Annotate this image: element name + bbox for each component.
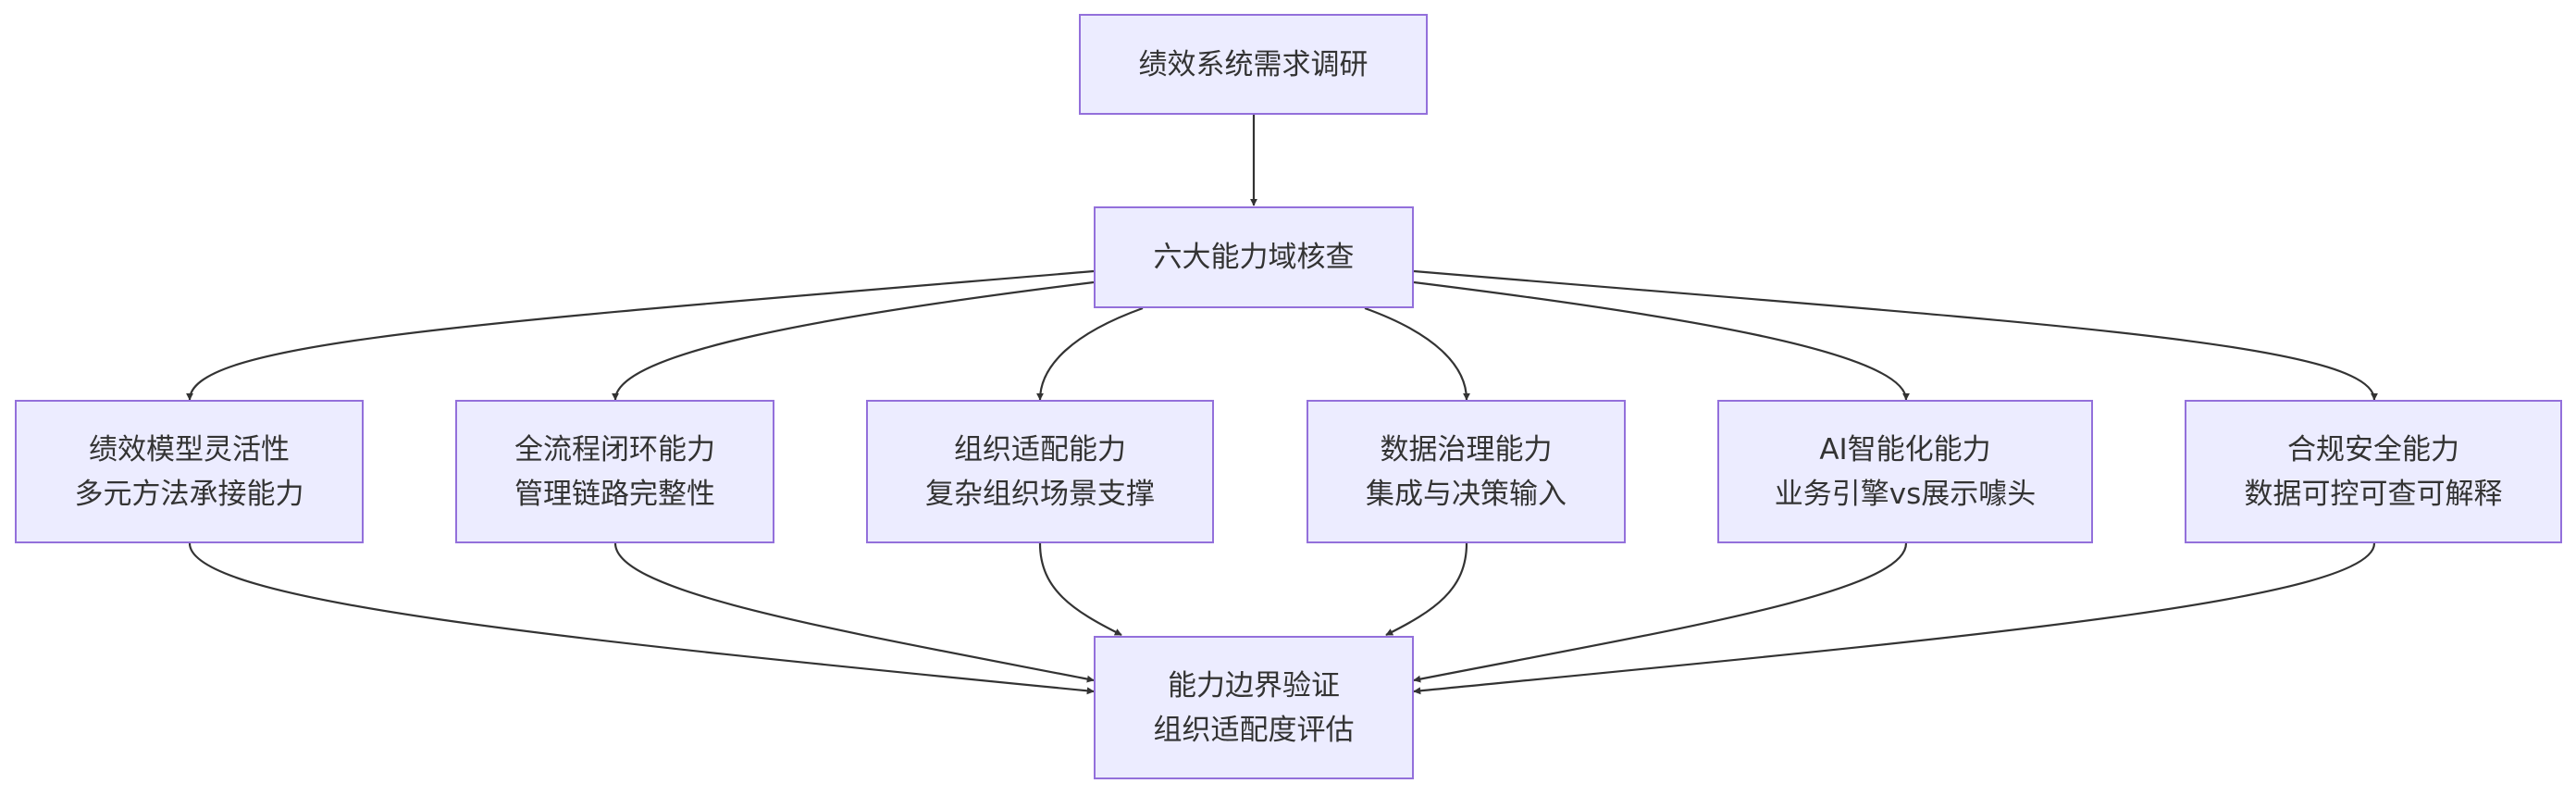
node-data-governance-line2: 集成与决策输入 — [1366, 477, 1567, 511]
node-data-governance-line1: 数据治理能力 — [1380, 432, 1553, 466]
node-org-adaptation-line1: 组织适配能力 — [954, 432, 1126, 466]
edge-core-to-ai — [1413, 280, 1910, 401]
edge-org-to-verify — [1038, 542, 1122, 636]
edge-model-to-verify — [188, 542, 1095, 695]
node-org-adaptation-line2: 复杂组织场景支撑 — [925, 477, 1155, 511]
edge-core-to-data — [1364, 306, 1470, 401]
edge-core-to-loop — [612, 280, 1095, 401]
node-ai-capability-line1: AI智能化能力 — [1819, 432, 1991, 466]
node-boundary-verification-line1: 能力边界验证 — [1168, 668, 1340, 703]
edge-loop-to-verify — [613, 542, 1095, 683]
edge-core-to-compliance — [1413, 269, 2378, 401]
node-performance-model-line2: 多元方法承接能力 — [74, 477, 304, 511]
node-performance-model-line1: 绩效模型灵活性 — [89, 432, 290, 466]
node-closed-loop-line1: 全流程闭环能力 — [514, 432, 715, 466]
node-boundary-verification-line2: 组织适配度评估 — [1153, 713, 1355, 747]
node-six-capability-check-label: 六大能力域核查 — [1153, 241, 1355, 274]
edge-core-to-org — [1036, 306, 1144, 401]
edge-ai-to-verify — [1413, 542, 1908, 683]
node-compliance-security-line2: 数据可控可查可解释 — [2244, 477, 2503, 511]
node-requirements-research: 绩效系统需求调研 — [1079, 14, 1428, 115]
node-data-governance: 数据治理能力 集成与决策输入 — [1307, 400, 1626, 543]
node-six-capability-check: 六大能力域核查 — [1094, 206, 1414, 308]
node-ai-capability: AI智能化能力 业务引擎vs展示噱头 — [1717, 400, 2093, 543]
node-compliance-security-line1: 合规安全能力 — [2287, 432, 2459, 466]
node-requirements-research-label: 绩效系统需求调研 — [1138, 47, 1368, 81]
edge-data-to-verify — [1385, 542, 1468, 636]
node-performance-model: 绩效模型灵活性 多元方法承接能力 — [15, 400, 364, 543]
node-closed-loop-line2: 管理链路完整性 — [514, 477, 715, 511]
node-compliance-security: 合规安全能力 数据可控可查可解释 — [2185, 400, 2562, 543]
node-closed-loop: 全流程闭环能力 管理链路完整性 — [455, 400, 774, 543]
edge-core-to-model — [186, 269, 1095, 401]
edge-compliance-to-verify — [1413, 542, 2376, 695]
node-boundary-verification: 能力边界验证 组织适配度评估 — [1094, 636, 1414, 779]
node-ai-capability-line2: 业务引擎vs展示噱头 — [1774, 477, 2037, 511]
node-org-adaptation: 组织适配能力 复杂组织场景支撑 — [866, 400, 1214, 543]
